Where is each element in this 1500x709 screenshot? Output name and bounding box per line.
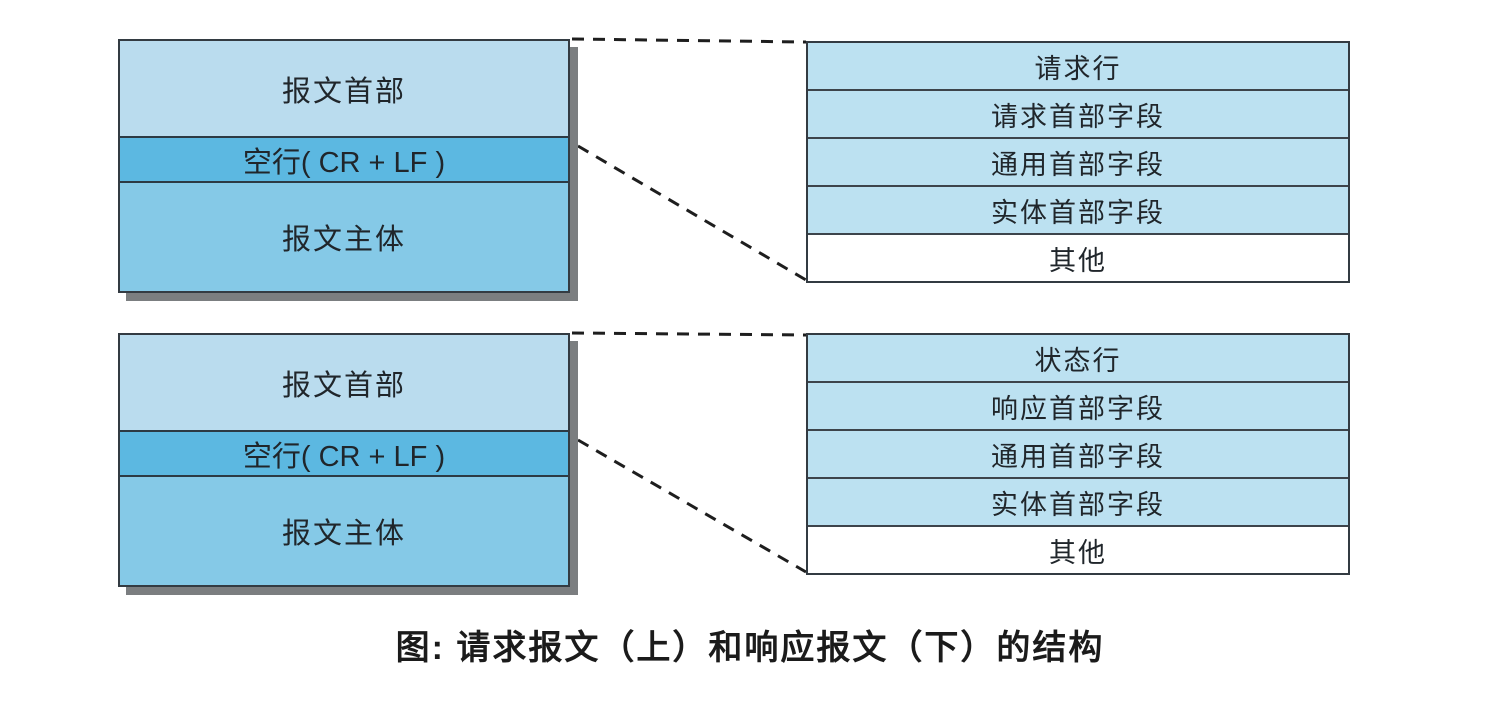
response-fields-table: 状态行 响应首部字段 通用首部字段 实体首部字段 其他 [806,333,1350,575]
request-message-body-section: 报文主体 [120,183,568,291]
response-blank-line-section: 空行( CR + LF ) [120,432,568,477]
response-message-box: 报文首部 空行( CR + LF ) 报文主体 [118,333,570,587]
table-row: 实体首部字段 [808,187,1348,235]
dashed-connector-response-top [571,331,807,337]
table-row: 状态行 [808,335,1348,383]
table-row: 响应首部字段 [808,383,1348,431]
request-fields-table: 请求行 请求首部字段 通用首部字段 实体首部字段 其他 [806,41,1350,283]
table-row: 实体首部字段 [808,479,1348,527]
dashed-connector-request-top [571,37,807,44]
table-row: 其他 [808,235,1348,281]
table-row: 请求首部字段 [808,91,1348,139]
request-message-header-section: 报文首部 [120,41,568,138]
table-row: 请求行 [808,43,1348,91]
table-row: 通用首部字段 [808,431,1348,479]
dashed-connector-response-diagonal [577,438,807,574]
table-row: 其他 [808,527,1348,573]
response-message-body-section: 报文主体 [120,477,568,585]
dashed-connector-request-diagonal [577,144,807,282]
figure-caption: 图: 请求报文（上）和响应报文（下）的结构 [395,629,1105,667]
response-message-header-section: 报文首部 [120,335,568,432]
table-row: 通用首部字段 [808,139,1348,187]
request-message-box: 报文首部 空行( CR + LF ) 报文主体 [118,39,570,293]
request-blank-line-section: 空行( CR + LF ) [120,138,568,183]
